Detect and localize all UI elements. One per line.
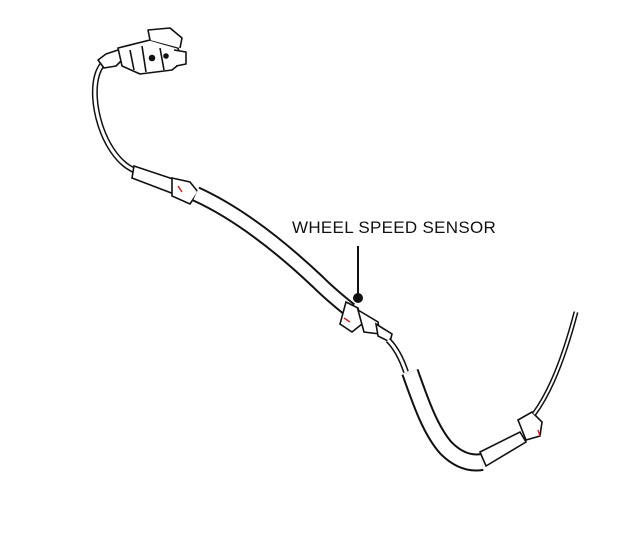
upper-red-mark — [177, 185, 183, 193]
middle-red-mark — [343, 317, 351, 323]
upper-grommet — [131, 164, 199, 206]
middle-grommet — [339, 300, 393, 344]
lower-grommet — [478, 411, 543, 468]
lower-red-mark — [537, 429, 541, 437]
callout-label: WHEEL SPEED SENSOR — [292, 218, 497, 237]
electrical-connector — [97, 27, 187, 75]
tail-cable — [531, 311, 579, 416]
callout-dot — [353, 293, 363, 303]
